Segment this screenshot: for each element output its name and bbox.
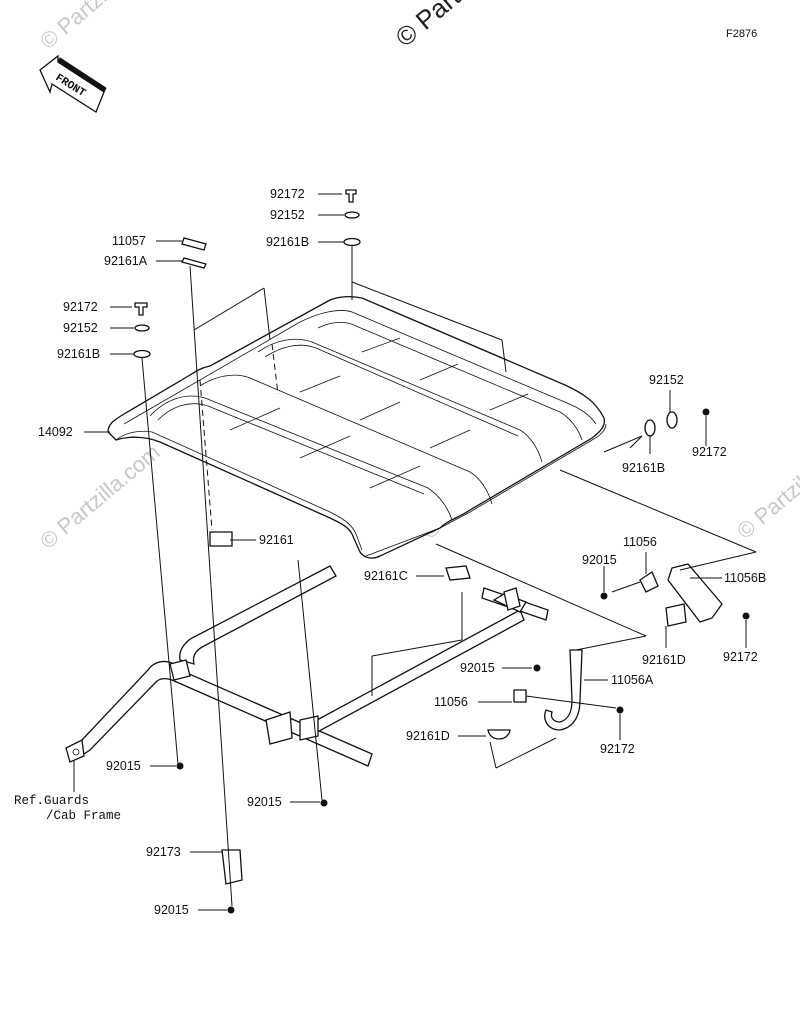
figure-code: F2876 xyxy=(726,28,757,40)
label-11056b: 11056B xyxy=(724,571,766,585)
label-92172-r2: 92172 xyxy=(723,650,758,664)
label-92172-right: 92172 xyxy=(692,445,727,459)
label-92161b-top: 92161B xyxy=(266,235,309,249)
cab-frame xyxy=(65,565,549,767)
label-92161b-right: 92161B xyxy=(622,461,665,475)
label-92173: 92173 xyxy=(146,845,181,859)
label-92161: 92161 xyxy=(259,533,294,547)
label-92015-d: 92015 xyxy=(247,795,282,809)
label-92161d-left: 92161D xyxy=(406,729,450,743)
front-arrow-icon: FRONT xyxy=(39,54,107,113)
label-92172-r3: 92172 xyxy=(600,742,635,756)
label-92161c: 92161C xyxy=(364,569,408,583)
label-92161d-right: 92161D xyxy=(642,653,686,667)
label-92161b-left: 92161B xyxy=(57,347,100,361)
watermark-top: © Partzilla.com xyxy=(390,0,543,53)
bracket-11056b xyxy=(639,563,723,627)
label-92152-top: 92152 xyxy=(270,208,305,222)
label-11057: 11057 xyxy=(112,234,146,248)
reference-note-line2: /Cab Frame xyxy=(46,809,121,823)
label-92015-a: 92015 xyxy=(582,553,617,567)
hardware-parts xyxy=(133,189,750,914)
bracket-11056a xyxy=(544,649,583,731)
roof-panel xyxy=(107,296,607,559)
callout-labels: 92172 92152 92161B 11057 92161A 92172 92… xyxy=(14,187,766,917)
label-92161a: 92161A xyxy=(104,254,148,268)
label-92015-b: 92015 xyxy=(460,661,495,675)
label-14092: 14092 xyxy=(38,425,73,439)
label-11056-top: 11056 xyxy=(623,535,657,549)
label-92015-e: 92015 xyxy=(154,903,189,917)
reference-note-line1: Ref.Guards xyxy=(14,794,89,808)
watermark-right: © Partzilla.com xyxy=(732,429,800,543)
watermark-left: © Partzilla.com xyxy=(35,0,165,54)
label-92015-c: 92015 xyxy=(106,759,141,773)
label-92172-left: 92172 xyxy=(63,300,98,314)
label-11056a: 11056A xyxy=(611,673,654,687)
label-92152-right: 92152 xyxy=(649,373,684,387)
label-11056-mid: 11056 xyxy=(434,695,468,709)
leader-lines xyxy=(73,193,757,911)
label-92152-left: 92152 xyxy=(63,321,98,335)
watermark-mid-left: © Partzilla.com xyxy=(35,439,165,553)
label-92172-top: 92172 xyxy=(270,187,305,201)
